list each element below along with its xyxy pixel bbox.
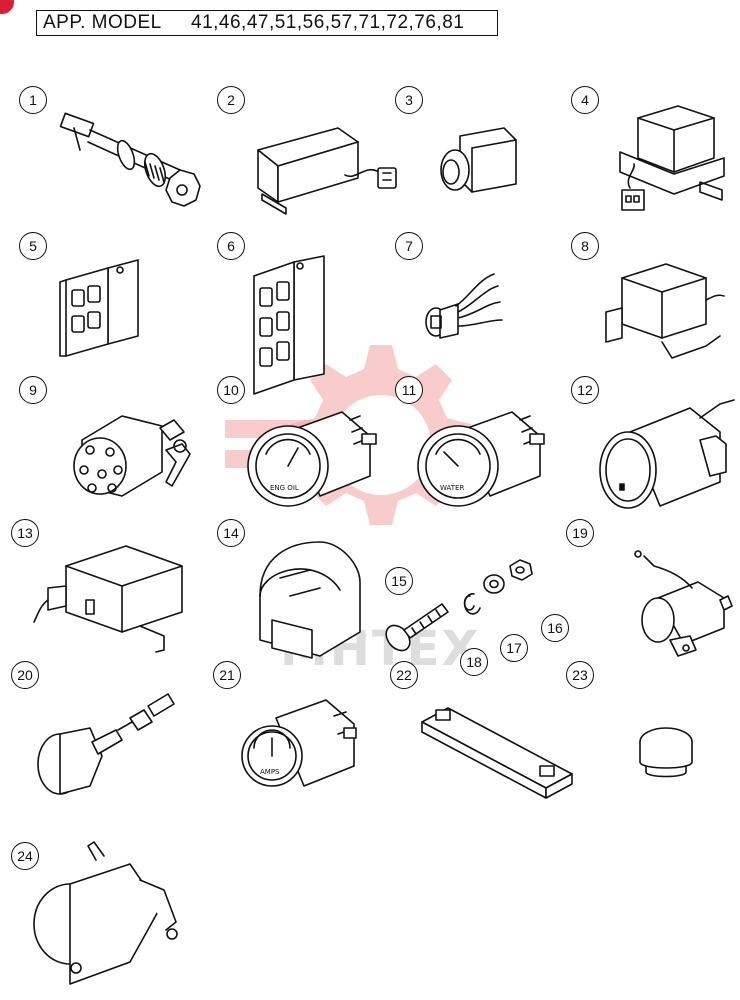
part-15-bolt (385, 603, 449, 652)
callout-7: 7 (395, 232, 423, 260)
callout-18: 18 (460, 648, 488, 676)
part-22-mounting-bracket (421, 707, 573, 799)
callout-19: 19 (566, 519, 594, 547)
part-4-voltage-regulator (619, 105, 725, 211)
callout-21: 21 (213, 661, 241, 689)
part-2-relay-box (257, 127, 397, 215)
callout-24: 24 (11, 842, 39, 870)
callout-9: 9 (19, 376, 47, 404)
part-17-flat-washer (483, 574, 505, 594)
callout-15: 15 (385, 567, 413, 595)
part-24-horn (33, 841, 178, 985)
callout-23: 23 (566, 661, 594, 689)
callout-20: 20 (11, 661, 39, 689)
callout-3: 3 (395, 86, 423, 114)
app-model-list: 41,46,47,51,56,57,71,72,76,81 (191, 12, 465, 33)
part-7-indicator-lamp (425, 273, 503, 339)
part-12-tachometer (599, 399, 735, 509)
part-1-shaft-assembly (59, 112, 201, 207)
gauge-label-amps: AMPS (260, 768, 280, 776)
part-6-fuse-block-large (253, 255, 325, 395)
app-model-label: APP. MODEL (43, 12, 162, 33)
part-11-water-temp-gauge: WATER (417, 411, 545, 507)
callout-11: 11 (395, 376, 423, 404)
callout-12: 12 (571, 376, 599, 404)
callout-4: 4 (571, 86, 599, 114)
gauge-label-water: WATER (440, 484, 464, 492)
callout-22: 22 (390, 661, 418, 689)
app-model-header: APP. MODEL 41,46,47,51,56,57,71,72,76,81 (36, 10, 498, 36)
callout-10: 10 (217, 376, 245, 404)
callout-1: 1 (19, 86, 47, 114)
part-10-oil-pressure-gauge: ENG OIL (247, 411, 377, 507)
callout-6: 6 (217, 232, 245, 260)
part-14-switch-cover (259, 541, 361, 659)
callout-14: 14 (217, 519, 245, 547)
part-3-push-switch (440, 127, 517, 193)
part-23-rubber-cap (639, 727, 693, 778)
callout-13: 13 (11, 519, 39, 547)
callout-8: 8 (571, 232, 599, 260)
part-21-ammeter: AMPS (241, 699, 357, 787)
callout-17: 17 (500, 634, 528, 662)
part-8-regulator (605, 263, 725, 359)
part-20-pressure-switch (37, 693, 175, 795)
part-9-ignition-switch (73, 415, 191, 497)
part-5-fuse-block (59, 259, 139, 357)
callout-2: 2 (217, 86, 245, 114)
part-18-spring-washer (463, 593, 481, 615)
part-19-starter-solenoid (634, 550, 733, 657)
callout-16: 16 (541, 614, 569, 642)
part-13-flasher-unit (33, 545, 183, 653)
part-16-nut (509, 559, 533, 581)
gauge-label-engine-oil: ENG OIL (270, 484, 299, 492)
callout-5: 5 (19, 232, 47, 260)
